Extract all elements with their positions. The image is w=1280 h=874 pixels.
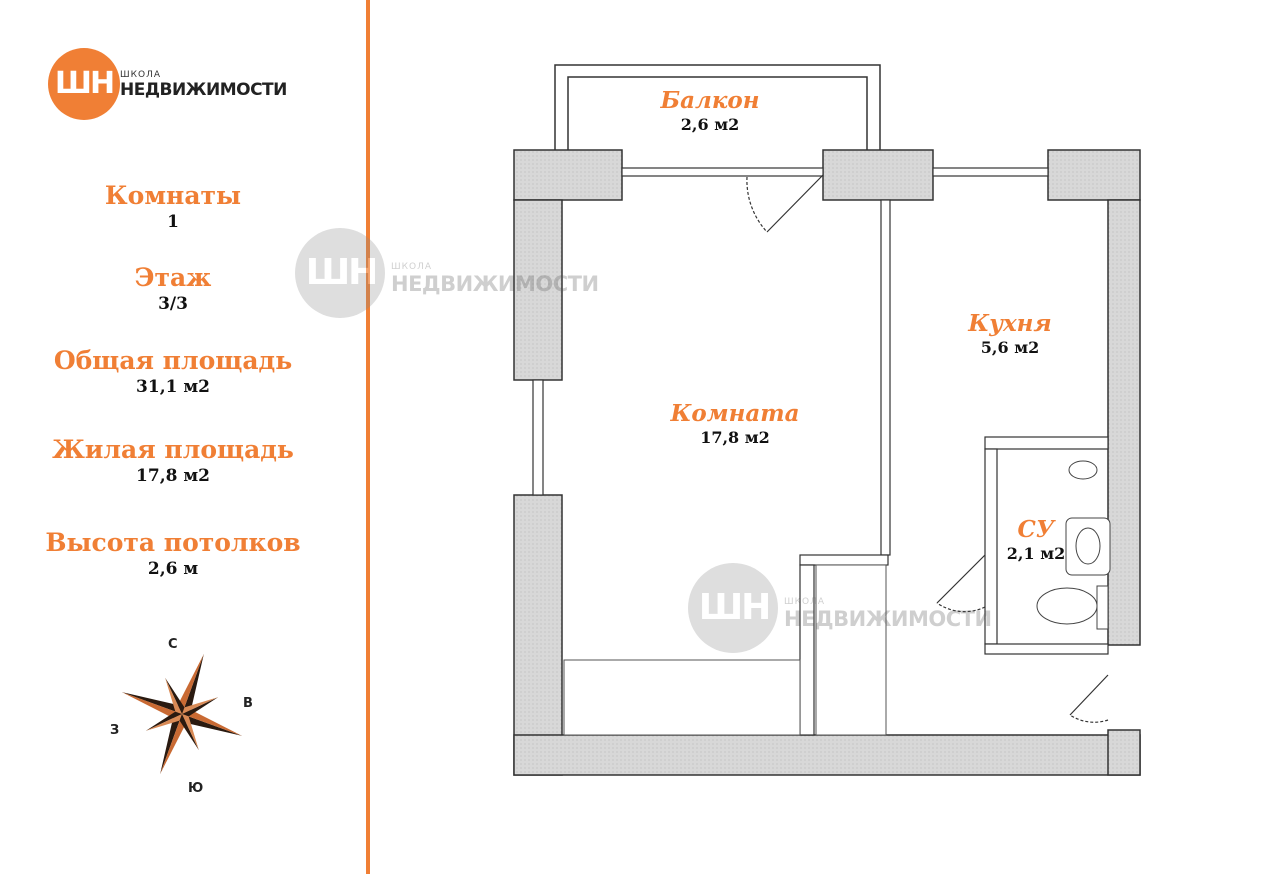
wardrobes	[563, 564, 887, 736]
watermark-monogram: ШН	[698, 587, 772, 628]
watermark-badge	[688, 563, 778, 653]
floor-plan: Балкон 2,6 м2 Кухня 5,6 м2 Комната 17,8 …	[500, 55, 1180, 795]
stat-ceiling-height: Высота потолков 2,6 м	[0, 528, 346, 580]
watermark-logo-2: ШН ШКОЛА НЕДВИЖИМОСТИ	[688, 563, 998, 655]
watermark-subtitle: ШКОЛА	[784, 597, 826, 607]
watermark-title: НЕДВИЖИМОСТИ	[391, 272, 599, 296]
watermark-subtitle: ШКОЛА	[391, 262, 433, 272]
stat-label: Общая площадь	[53, 346, 293, 375]
room-name: Кухня	[968, 310, 1052, 337]
logo-title: НЕДВИЖИМОСТИ	[120, 80, 287, 100]
watermark-badge	[295, 228, 385, 318]
exterior-walls	[513, 149, 1141, 776]
compass-west-label: З	[110, 723, 119, 738]
logo-badge	[48, 48, 120, 120]
watermark-logo: ШН ШКОЛА НЕДВИЖИМОСТИ	[295, 228, 605, 320]
room-name: Комната	[670, 400, 800, 427]
stat-label: Жилая площадь	[52, 435, 294, 464]
room-area: 5,6 м2	[980, 338, 1040, 357]
watermark-monogram: ШН	[305, 252, 379, 293]
stat-value: 17,8 м2	[136, 466, 210, 486]
stat-value: 31,1 м2	[136, 377, 210, 397]
doors	[746, 174, 1109, 723]
stat-label: Высота потолков	[45, 528, 301, 557]
logo-subtitle: ШКОЛА	[120, 70, 162, 80]
stat-value: 2,6 м	[147, 559, 199, 579]
compass-rose-icon: С В З Ю	[110, 637, 253, 796]
floor-plan-drawing	[513, 64, 1141, 776]
stat-label: Этаж	[134, 263, 212, 292]
room-name: Балкон	[660, 87, 760, 114]
stat-floor: Этаж 3/3	[0, 263, 346, 315]
room-living: Комната 17,8 м2	[640, 401, 830, 449]
stat-value: 1	[167, 212, 179, 232]
room-kitchen: Кухня 5,6 м2	[930, 311, 1090, 359]
compass-east-label: В	[243, 696, 253, 711]
compass-south-label: Ю	[188, 781, 203, 796]
room-bathroom: СУ 2,1 м2	[996, 517, 1076, 565]
compass-north-label: С	[168, 637, 178, 652]
stat-living-area: Жилая площадь 17,8 м2	[0, 435, 346, 487]
stat-value: 3/3	[158, 294, 188, 314]
stat-rooms: Комнаты 1	[0, 181, 346, 233]
room-area: 2,6 м2	[680, 115, 740, 134]
info-panel: ШН ШКОЛА НЕДВИЖИМОСТИ Комнаты 1 Этаж 3/3…	[0, 0, 366, 874]
stat-total-area: Общая площадь 31,1 м2	[0, 346, 346, 398]
logo-monogram: ШН	[54, 66, 115, 101]
room-balcony: Балкон 2,6 м2	[625, 88, 795, 136]
room-name: СУ	[1017, 516, 1055, 543]
windows	[532, 167, 1049, 496]
bathroom-fixtures	[1036, 460, 1111, 630]
stat-label: Комнаты	[104, 181, 242, 210]
room-area: 2,1 м2	[1006, 544, 1066, 563]
watermark-title: НЕДВИЖИМОСТИ	[784, 607, 992, 631]
balcony-outline	[554, 64, 881, 150]
school-logo: ШН ШКОЛА НЕДВИЖИМОСТИ	[48, 48, 288, 124]
accent-divider	[366, 0, 370, 874]
room-area: 17,8 м2	[700, 428, 770, 447]
